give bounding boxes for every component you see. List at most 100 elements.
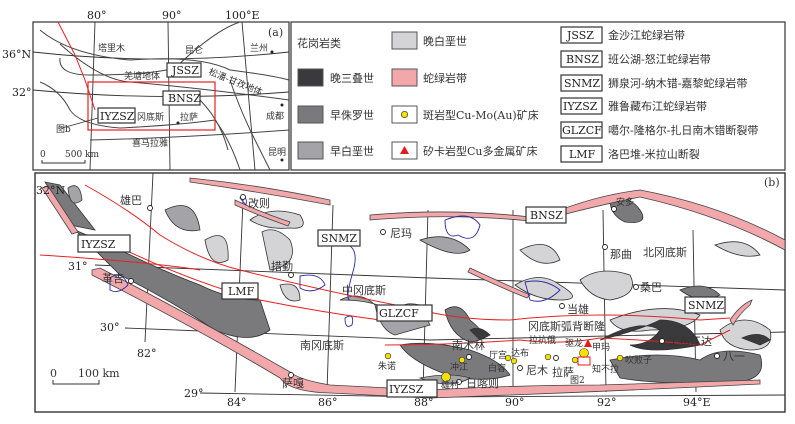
place-label: 成都 [266, 110, 284, 122]
swatch-early-jurassic [297, 105, 324, 124]
suture-label-snmz: SNMZ [321, 232, 357, 245]
place-label: 昆明 [268, 147, 286, 158]
abbr-name: 狮泉河-纳木错-嘉黎蛇绿岩带 [608, 76, 747, 90]
abbr-name: 金沙江蛇绿岩带 [608, 28, 685, 42]
fig2-area-box [577, 356, 591, 366]
lon-tick: 84° [227, 396, 247, 409]
city-label: 雄巴 [120, 193, 142, 207]
lat-tick: 29° [184, 387, 204, 400]
lon-tick: 90° [505, 396, 525, 409]
abbr-code: BNSZ [566, 53, 599, 66]
abbr-name: 洛巴堆-米拉山断裂 [608, 147, 700, 161]
inset-fault [57, 21, 96, 111]
place-label: 昆仑 [185, 44, 203, 56]
legend-label: 晚白垩世 [423, 34, 467, 48]
suture-label: BNSZ [168, 92, 201, 105]
suture-label-lmf: LMF [228, 285, 255, 298]
lakes [109, 196, 561, 327]
scale-length: 500 km [65, 150, 99, 160]
region-label: 冈底斯弧背断隆 [528, 319, 605, 333]
city-label: 八一 [723, 350, 745, 363]
red-triangle-icon [400, 146, 409, 154]
deposit-label: 知不拉 [592, 363, 619, 375]
lat-tick: 30° [100, 321, 120, 334]
scale-zero: 0 [40, 150, 46, 160]
deposit-label: 雄村 [441, 379, 459, 391]
legend-label: 早侏罗世 [330, 109, 374, 122]
city-label: 尼玛 [390, 227, 412, 240]
legend-title: 花岗岩类 [297, 36, 341, 50]
swatch-early-cretaceous [297, 141, 324, 160]
main-scale-bar [52, 380, 100, 385]
inset-lat-tick: 36°N [2, 48, 31, 61]
deposit-label: 驱龙 [565, 337, 583, 349]
legend-label: 蛇绿岩带 [423, 71, 467, 85]
city-label: 改则 [248, 196, 270, 210]
inset-frame [32, 21, 290, 171]
fig-b-pointer-label: 图b [56, 124, 71, 135]
suture-label-iyzsz: IYZSZ [81, 238, 116, 251]
inset-lon-tick: 90° [162, 9, 182, 22]
suture-label: JSSZ [171, 64, 199, 77]
city-label: 日喀则 [466, 377, 499, 390]
inset-map-a: 80° 90° 100°E 36°N 32° (a) 塔里木 昆仑 兰州 羌塘地… [2, 9, 290, 171]
legend-label: 早白垩世 [330, 144, 374, 158]
city-markers [128, 194, 720, 385]
region-label: 中冈底斯 [342, 283, 386, 297]
inset-study-area-box [87, 81, 216, 131]
inset-lat-tick: 32° [12, 86, 32, 99]
swatch-ophiolite [391, 68, 418, 87]
suture-label-snmz: SNMZ [688, 299, 724, 312]
city-label: 当雄 [567, 302, 589, 316]
inset-scale-bar [41, 160, 86, 164]
swatch-late-cretaceous [391, 31, 418, 50]
legend-label: 晚三叠世 [330, 72, 374, 85]
lon-tick: 94°E [683, 396, 711, 409]
deposit-label: 拉抗俄 [529, 334, 556, 346]
deposit-label: 白容 [488, 362, 506, 374]
city-label: 那曲 [610, 248, 632, 261]
deposit-label: 达布 [511, 347, 529, 359]
suture-label-bnsz: BNSZ [530, 209, 563, 222]
deposit-label: 甲玛 [592, 342, 610, 353]
abbr-name: 班公湖-怒江蛇绿岩带 [608, 52, 711, 66]
legend-label: 斑岩型Cu-Mo(Au)矿床 [423, 108, 539, 122]
city-label: 措勤 [271, 259, 293, 273]
abbr-code: JSSZ [566, 29, 594, 42]
fig2-label: 图2 [570, 375, 585, 386]
abbr-code: SNMZ [564, 77, 600, 90]
inset-lon-tick: 80° [87, 9, 107, 22]
lon-tick: 86° [318, 396, 338, 409]
place-label: 兰州 [250, 42, 268, 54]
region-label: 南冈底斯 [300, 338, 344, 352]
inset-panel-label: (a) [268, 26, 283, 39]
deposit-label: 吹败子 [625, 354, 652, 366]
region-label: 北冈底斯 [643, 245, 687, 259]
deposit-label: 冲江 [450, 361, 468, 373]
abbreviation-list: JSSZ 金沙江蛇绿岩带 BNSZ 班公湖-怒江蛇绿岩带 SNMZ 狮泉河-纳木… [560, 26, 758, 163]
place-label: 拉萨 [180, 111, 198, 123]
scale-zero: 0 [50, 367, 57, 380]
city-label: 革吉 [102, 271, 124, 285]
suture-label-glzcf: GLZCF [379, 307, 419, 320]
abbr-name: 雅鲁藏布江蛇绿岩带 [608, 99, 707, 113]
deposit-label: 厅宫 [489, 349, 507, 361]
abbr-code: LMF [569, 148, 596, 161]
suture-label-iyzsz: IYZSZ [389, 383, 424, 396]
abbr-code: GLZCF [562, 124, 602, 137]
city-label: 桑巴 [640, 281, 662, 294]
scale-length: 100 km [78, 367, 120, 380]
abbr-code: IYZSZ [563, 100, 598, 113]
lon-tick: 82° [137, 347, 157, 360]
place-label: 羌塘地体 [124, 70, 160, 82]
skarn-deposit-marker [584, 339, 592, 347]
lon-tick: 88° [414, 396, 434, 409]
yellow-circle-icon [400, 110, 409, 119]
place-label: 喜马拉雅 [132, 137, 168, 149]
main-map-b: 82° 84° 86° 88° 90° 92° 94°E 32°N 31° 30… [34, 172, 786, 413]
suture-label: IYZSZ [100, 110, 135, 123]
inset-boundaries [39, 21, 290, 171]
lon-tick: 92° [597, 396, 617, 409]
deposit-label: 朱诺 [378, 360, 396, 372]
